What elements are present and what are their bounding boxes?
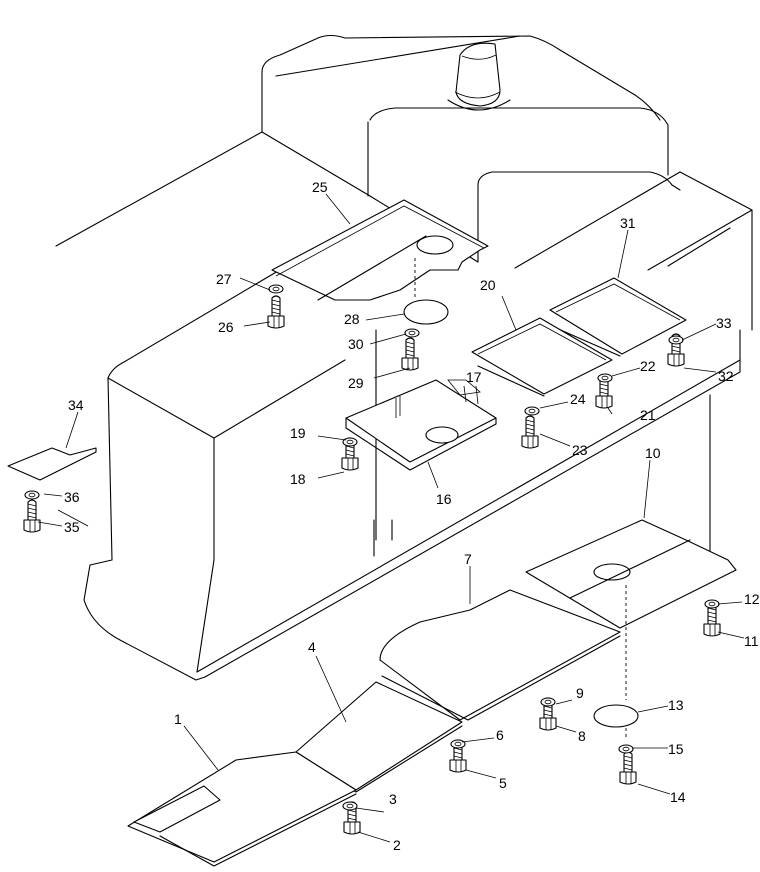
- washer: [342, 801, 358, 811]
- callout-30: 30: [348, 336, 364, 352]
- callout-3: 3: [389, 791, 397, 807]
- washer: [342, 437, 358, 447]
- callout-27: 27: [216, 271, 232, 287]
- callout-13: 13: [668, 697, 684, 713]
- bolt: [401, 337, 419, 371]
- washer: [524, 406, 540, 416]
- callout-11: 11: [744, 633, 759, 649]
- washer: [540, 697, 556, 707]
- washer: [668, 335, 684, 345]
- leader-lines: [37, 193, 745, 843]
- undercover-10: [525, 519, 737, 629]
- callout-25: 25: [312, 179, 328, 195]
- washer: [268, 284, 284, 294]
- machine-body-outline: [55, 34, 753, 681]
- callout-8: 8: [578, 728, 586, 744]
- callout-5: 5: [499, 775, 507, 791]
- callout-21: 21: [640, 407, 656, 423]
- cover-plate-31: [549, 277, 687, 357]
- callout-14: 14: [670, 789, 686, 805]
- cover-plate-20: [471, 317, 613, 397]
- washer: [24, 490, 40, 500]
- callout-20: 20: [480, 277, 496, 293]
- undercover-7: [379, 589, 621, 721]
- washer: [597, 373, 613, 383]
- bracket-16: [345, 379, 497, 471]
- callout-16: 16: [436, 491, 452, 507]
- fasteners: [23, 284, 721, 835]
- washer: [704, 599, 720, 609]
- access-hole: [416, 235, 454, 255]
- washer: [404, 328, 420, 338]
- callout-2: 2: [393, 837, 401, 853]
- callout-24: 24: [570, 391, 586, 407]
- callout-15: 15: [668, 741, 684, 757]
- bolt: [341, 437, 359, 471]
- cover-28: [403, 299, 449, 325]
- callout-18: 18: [290, 471, 306, 487]
- callout-26: 26: [218, 319, 234, 335]
- callout-22: 22: [640, 358, 656, 374]
- washer: [618, 744, 634, 754]
- callout-10: 10: [645, 445, 661, 461]
- callout-36: 36: [64, 489, 80, 505]
- bolt: [703, 603, 721, 637]
- callout-12: 12: [744, 591, 760, 607]
- callout-32: 32: [718, 368, 734, 384]
- callout-labels: 1 2 3 4 5 6 7 8 9 10 11 12 13 14 15 16 1…: [64, 179, 760, 853]
- undercover-1: [127, 751, 357, 867]
- callout-17: 17: [466, 369, 482, 385]
- callout-34: 34: [68, 397, 84, 413]
- callout-4: 4: [308, 639, 316, 655]
- bolt: [619, 751, 637, 785]
- callout-33: 33: [716, 315, 732, 331]
- callout-28: 28: [344, 311, 360, 327]
- washer: [450, 739, 466, 749]
- callout-35: 35: [64, 519, 80, 535]
- callout-19: 19: [290, 425, 306, 441]
- bolt: [539, 697, 557, 731]
- callout-31: 31: [620, 215, 636, 231]
- callout-29: 29: [348, 375, 364, 391]
- bolt: [343, 801, 361, 835]
- callout-9: 9: [576, 685, 584, 701]
- callout-6: 6: [496, 727, 504, 743]
- bolt: [267, 295, 285, 329]
- bolt: [23, 499, 41, 533]
- cover-13: [593, 704, 639, 728]
- cover-plate-25: [271, 199, 489, 301]
- bolt: [521, 415, 539, 449]
- cover-plate-34: [7, 447, 97, 481]
- callout-1: 1: [174, 711, 182, 727]
- callout-7: 7: [464, 551, 472, 567]
- callout-23: 23: [572, 442, 588, 458]
